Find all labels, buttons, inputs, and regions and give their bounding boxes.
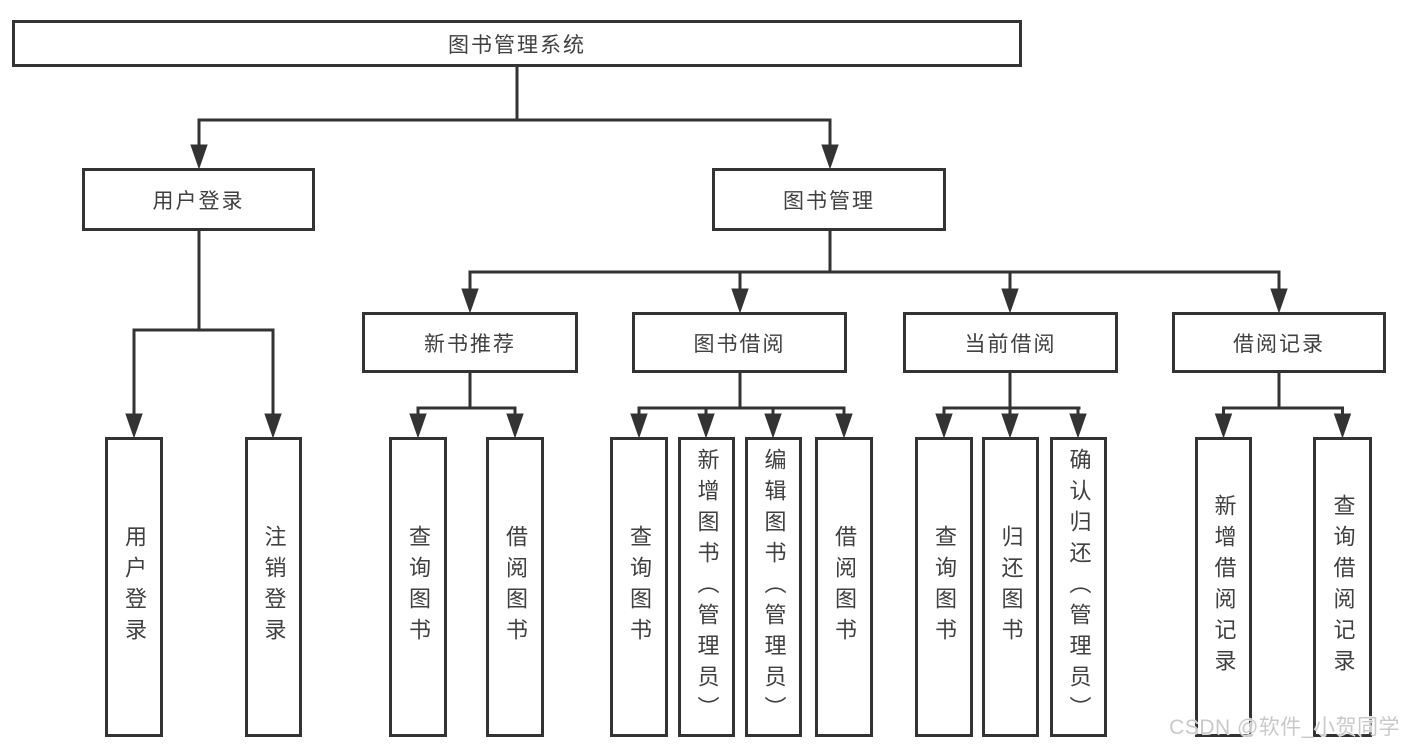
node-user-login: 用户登录 xyxy=(82,168,315,231)
leaf-logout-login: 注销登录 xyxy=(245,437,302,737)
leaf-label: 查询图书 xyxy=(932,525,957,649)
connector-user-login xyxy=(125,230,282,439)
leaf-confirm-return-admin: 确认归还（管理员） xyxy=(1050,437,1107,737)
node-new-book-recommend: 新书推荐 xyxy=(362,312,578,373)
arrowhead-down-icon xyxy=(821,144,839,170)
node-root-system: 图书管理系统 xyxy=(12,20,1022,67)
arrowhead-down-icon xyxy=(630,413,648,439)
arrowhead-down-icon xyxy=(190,144,208,170)
arrowhead-down-icon xyxy=(935,413,953,439)
leaf-return-books: 归还图书 xyxy=(982,437,1039,737)
leaf-add-borrow-record: 新增借阅记录 xyxy=(1195,437,1252,737)
leaf-add-books-admin: 新增图书（管理员） xyxy=(678,437,735,737)
leaf-borrow-books-recommend: 借阅图书 xyxy=(486,437,544,737)
connector-root xyxy=(190,66,839,170)
arrowhead-down-icon xyxy=(461,288,479,314)
leaf-query-books-borrowing: 查询图书 xyxy=(610,437,668,737)
node-book-management: 图书管理 xyxy=(712,168,946,231)
arrowhead-down-icon xyxy=(1001,288,1019,314)
connector-borrowing-records xyxy=(1214,372,1352,439)
leaf-label: 借阅图书 xyxy=(503,525,528,649)
arrowhead-down-icon xyxy=(1270,288,1288,314)
arrowhead-down-icon xyxy=(1069,413,1087,439)
leaf-label: 查询图书 xyxy=(406,525,431,649)
arrowhead-down-icon xyxy=(731,288,749,314)
arrowhead-down-icon xyxy=(1333,413,1352,439)
node-book-borrowing: 图书借阅 xyxy=(632,312,847,373)
watermark: CSDN @软件_小贺同学 xyxy=(1169,716,1400,739)
connector-current-borrowing xyxy=(935,372,1087,439)
leaf-label: 借阅图书 xyxy=(832,525,857,649)
leaf-user-login: 用户登录 xyxy=(105,437,163,737)
arrowhead-down-icon xyxy=(1214,413,1233,439)
arrowhead-down-icon xyxy=(835,413,853,439)
arrowhead-down-icon xyxy=(697,413,715,439)
leaf-query-books-current: 查询图书 xyxy=(915,437,973,737)
leaf-label: 用户登录 xyxy=(122,525,147,649)
arrowhead-down-icon xyxy=(125,413,143,439)
node-current-borrowing: 当前借阅 xyxy=(903,312,1118,373)
connector-book-management xyxy=(461,230,1288,314)
leaf-label: 编辑图书（管理员） xyxy=(761,447,787,727)
connector-book-borrowing xyxy=(630,372,853,439)
connector-new-book-recommend xyxy=(409,372,524,439)
arrowhead-down-icon xyxy=(409,413,427,439)
leaf-query-borrow-record: 查询借阅记录 xyxy=(1313,437,1372,737)
leaf-label: 新增借阅记录 xyxy=(1211,494,1237,680)
leaf-label: 注销登录 xyxy=(261,525,287,649)
arrowhead-down-icon xyxy=(506,413,524,439)
leaf-label: 新增图书（管理员） xyxy=(694,447,720,727)
leaf-label: 查询图书 xyxy=(627,525,652,649)
leaf-label: 归还图书 xyxy=(998,525,1024,649)
arrowhead-down-icon xyxy=(1001,413,1019,439)
leaf-borrow-books-borrowing: 借阅图书 xyxy=(815,437,873,737)
arrowhead-down-icon xyxy=(764,413,782,439)
leaf-query-books-recommend: 查询图书 xyxy=(389,437,447,737)
arrowhead-down-icon xyxy=(264,413,282,439)
leaf-edit-books-admin: 编辑图书（管理员） xyxy=(745,437,802,737)
leaf-label: 确认归还（管理员） xyxy=(1066,447,1092,727)
leaf-label: 查询借阅记录 xyxy=(1330,494,1356,680)
node-borrowing-records: 借阅记录 xyxy=(1172,312,1386,373)
